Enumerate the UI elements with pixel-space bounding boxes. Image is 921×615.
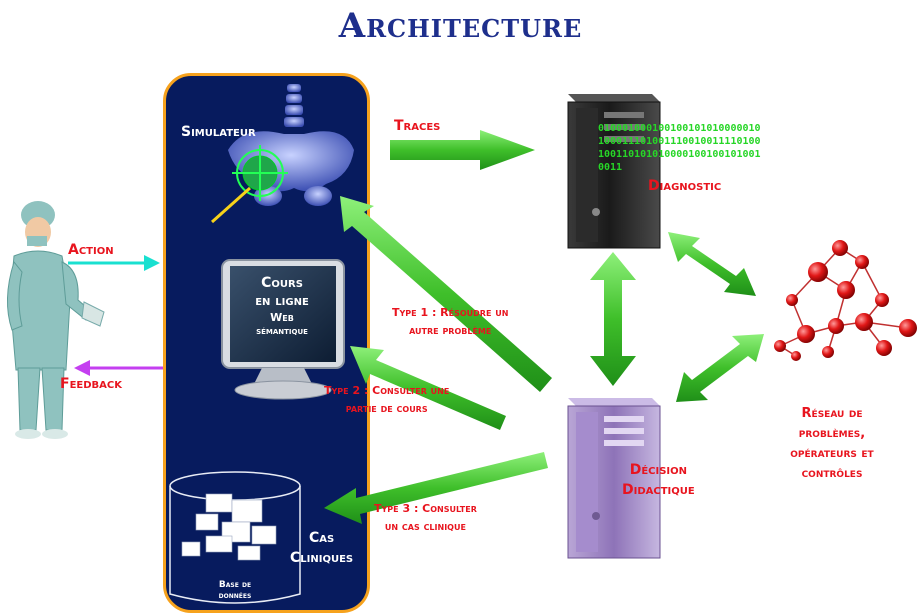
network-line1: Réseau de: [801, 406, 863, 421]
cases-label: Cas Cliniques: [290, 528, 353, 568]
course-line2: en ligne: [255, 293, 309, 309]
diagnostic-computer-icon: [567, 94, 661, 249]
binary-line: 100110101010000100100101001: [598, 149, 761, 160]
diag-decision-arrow: [590, 252, 636, 386]
diag-network-arrow: [668, 232, 756, 296]
binary-line: 100011101001110010011110100: [598, 136, 761, 147]
database-label: Base de données: [196, 580, 274, 602]
traces-arrow: [390, 130, 535, 170]
decision-network-arrow: [676, 334, 764, 402]
type2-line1: Type 2 : Consulter une: [324, 384, 450, 397]
diagnostic-label: Diagnostic: [648, 178, 722, 194]
binary-line: 010001000100100101010000010: [598, 123, 761, 134]
binary-stream: 010001000100100101010000010 100011101001…: [598, 122, 761, 174]
simulator-pelvis-icon: [210, 84, 354, 224]
type1-line1: Type 1 : Résoudre un: [392, 306, 509, 319]
decision-line2: Didactique: [622, 482, 695, 498]
type1-arrow: [340, 196, 552, 392]
type1-label: Type 1 : Résoudre un autre problème: [392, 304, 508, 340]
simulator-label: Simulateur: [181, 124, 256, 140]
action-arrow: [68, 255, 160, 271]
page-title: Architecture: [338, 6, 583, 46]
database-line2: données: [218, 591, 252, 601]
type1-line2: autre problème: [409, 324, 492, 337]
type3-label: Type 3 : Consulter un cas clinique: [374, 500, 477, 536]
course-line4: sémantique: [256, 326, 308, 337]
feedback-arrow: [74, 360, 163, 376]
monitor-icon: [221, 259, 345, 400]
network-line3: opérateurs et: [790, 446, 874, 461]
network-label: Réseau de problèmes, opérateurs et contr…: [762, 404, 902, 484]
type3-arrow: [324, 452, 548, 524]
database-icon: [169, 471, 301, 604]
network-nodes: [774, 240, 917, 361]
cases-line2: Cliniques: [290, 550, 354, 566]
binary-line: 0011: [598, 162, 623, 173]
decision-computer-icon: [567, 398, 661, 559]
action-label: Action: [68, 242, 114, 258]
surgeon-icon: [6, 201, 105, 439]
traces-label: Traces: [394, 118, 441, 134]
network-line4: contrôles: [801, 466, 863, 481]
course-label: Cours en ligne Web sémantique: [232, 274, 332, 338]
type2-label: Type 2 : Consulter une partie de cours: [324, 382, 449, 418]
cases-line1: Cas: [308, 530, 335, 546]
database-line1: Base de: [218, 580, 252, 590]
type3-line2: un cas clinique: [384, 520, 466, 533]
course-line3: Web: [270, 311, 294, 324]
type2-arrow: [350, 346, 506, 430]
feedback-label: Feedback: [60, 376, 122, 392]
decision-label: Décision Didactique: [622, 460, 695, 500]
type2-line2: partie de cours: [345, 402, 428, 415]
decision-line1: Décision: [629, 462, 688, 478]
network-line2: problèmes,: [798, 426, 866, 441]
type3-line1: Type 3 : Consulter: [374, 502, 477, 515]
course-line1: Cours: [261, 275, 303, 291]
